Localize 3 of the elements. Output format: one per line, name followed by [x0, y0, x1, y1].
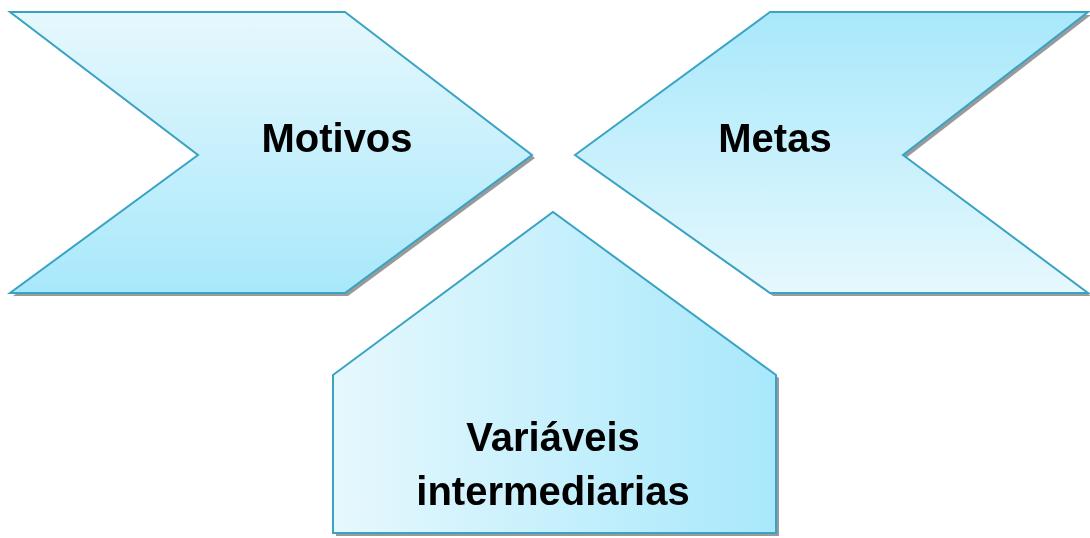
shape-label: Variáveis intermediarias: [415, 414, 691, 515]
shape-label: Motivos: [260, 115, 414, 162]
shape-label: Metas: [717, 115, 833, 162]
